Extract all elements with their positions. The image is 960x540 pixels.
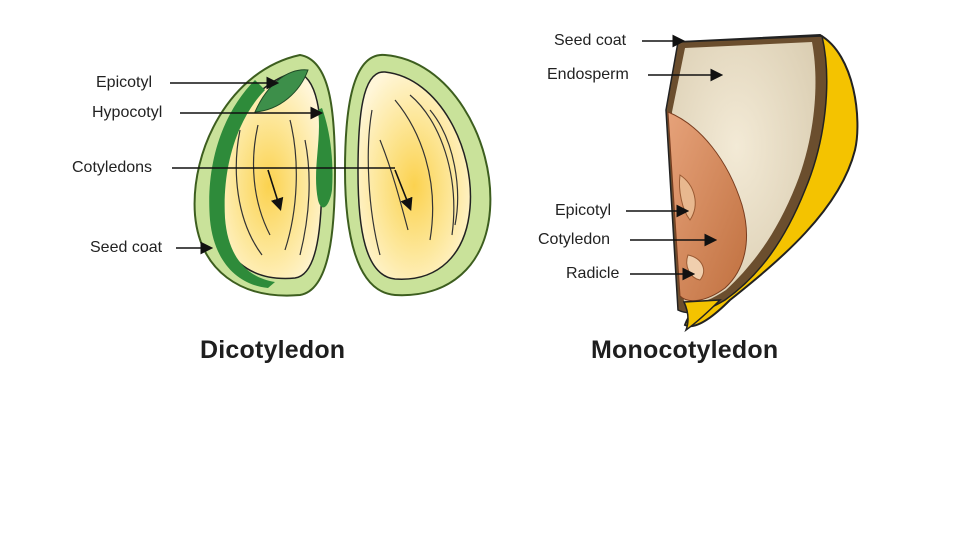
dicot-veins	[235, 94, 459, 256]
label-dicot-hypocotyl: Hypocotyl	[92, 104, 163, 121]
label-mono-radicle: Radicle	[566, 265, 620, 282]
dicot-embryo	[209, 80, 275, 288]
monocot-pointers	[626, 34, 724, 281]
label-mono-epicotyl: Epicotyl	[555, 202, 612, 219]
label-dicot-seed-coat: Seed coat	[90, 239, 163, 256]
pointer-cotyledons-right	[394, 169, 413, 211]
dicot-pointers	[170, 76, 413, 255]
dicot-hypocotyl-strip	[316, 108, 333, 208]
caption-monocotyledon: Monocotyledon	[591, 336, 779, 364]
dicot-epicotyl-leaf	[254, 69, 309, 113]
dicot-seed	[193, 53, 492, 297]
dicot-right-cotyledon	[357, 71, 472, 280]
label-mono-seed-coat: Seed coat	[554, 32, 627, 49]
label-dicot-epicotyl: Epicotyl	[96, 74, 153, 91]
caption-dicotyledon: Dicotyledon	[200, 336, 346, 364]
label-mono-cotyledon: Cotyledon	[538, 231, 611, 248]
pointer-cotyledons-left	[267, 169, 284, 212]
label-mono-endosperm: Endosperm	[547, 66, 629, 83]
monocot-embryo	[667, 111, 748, 302]
label-dicot-cotyledons: Cotyledons	[72, 159, 153, 176]
monocot-tip	[682, 299, 722, 333]
monocot-epicotyl-shape	[679, 174, 696, 221]
monocot-seed	[665, 33, 859, 333]
